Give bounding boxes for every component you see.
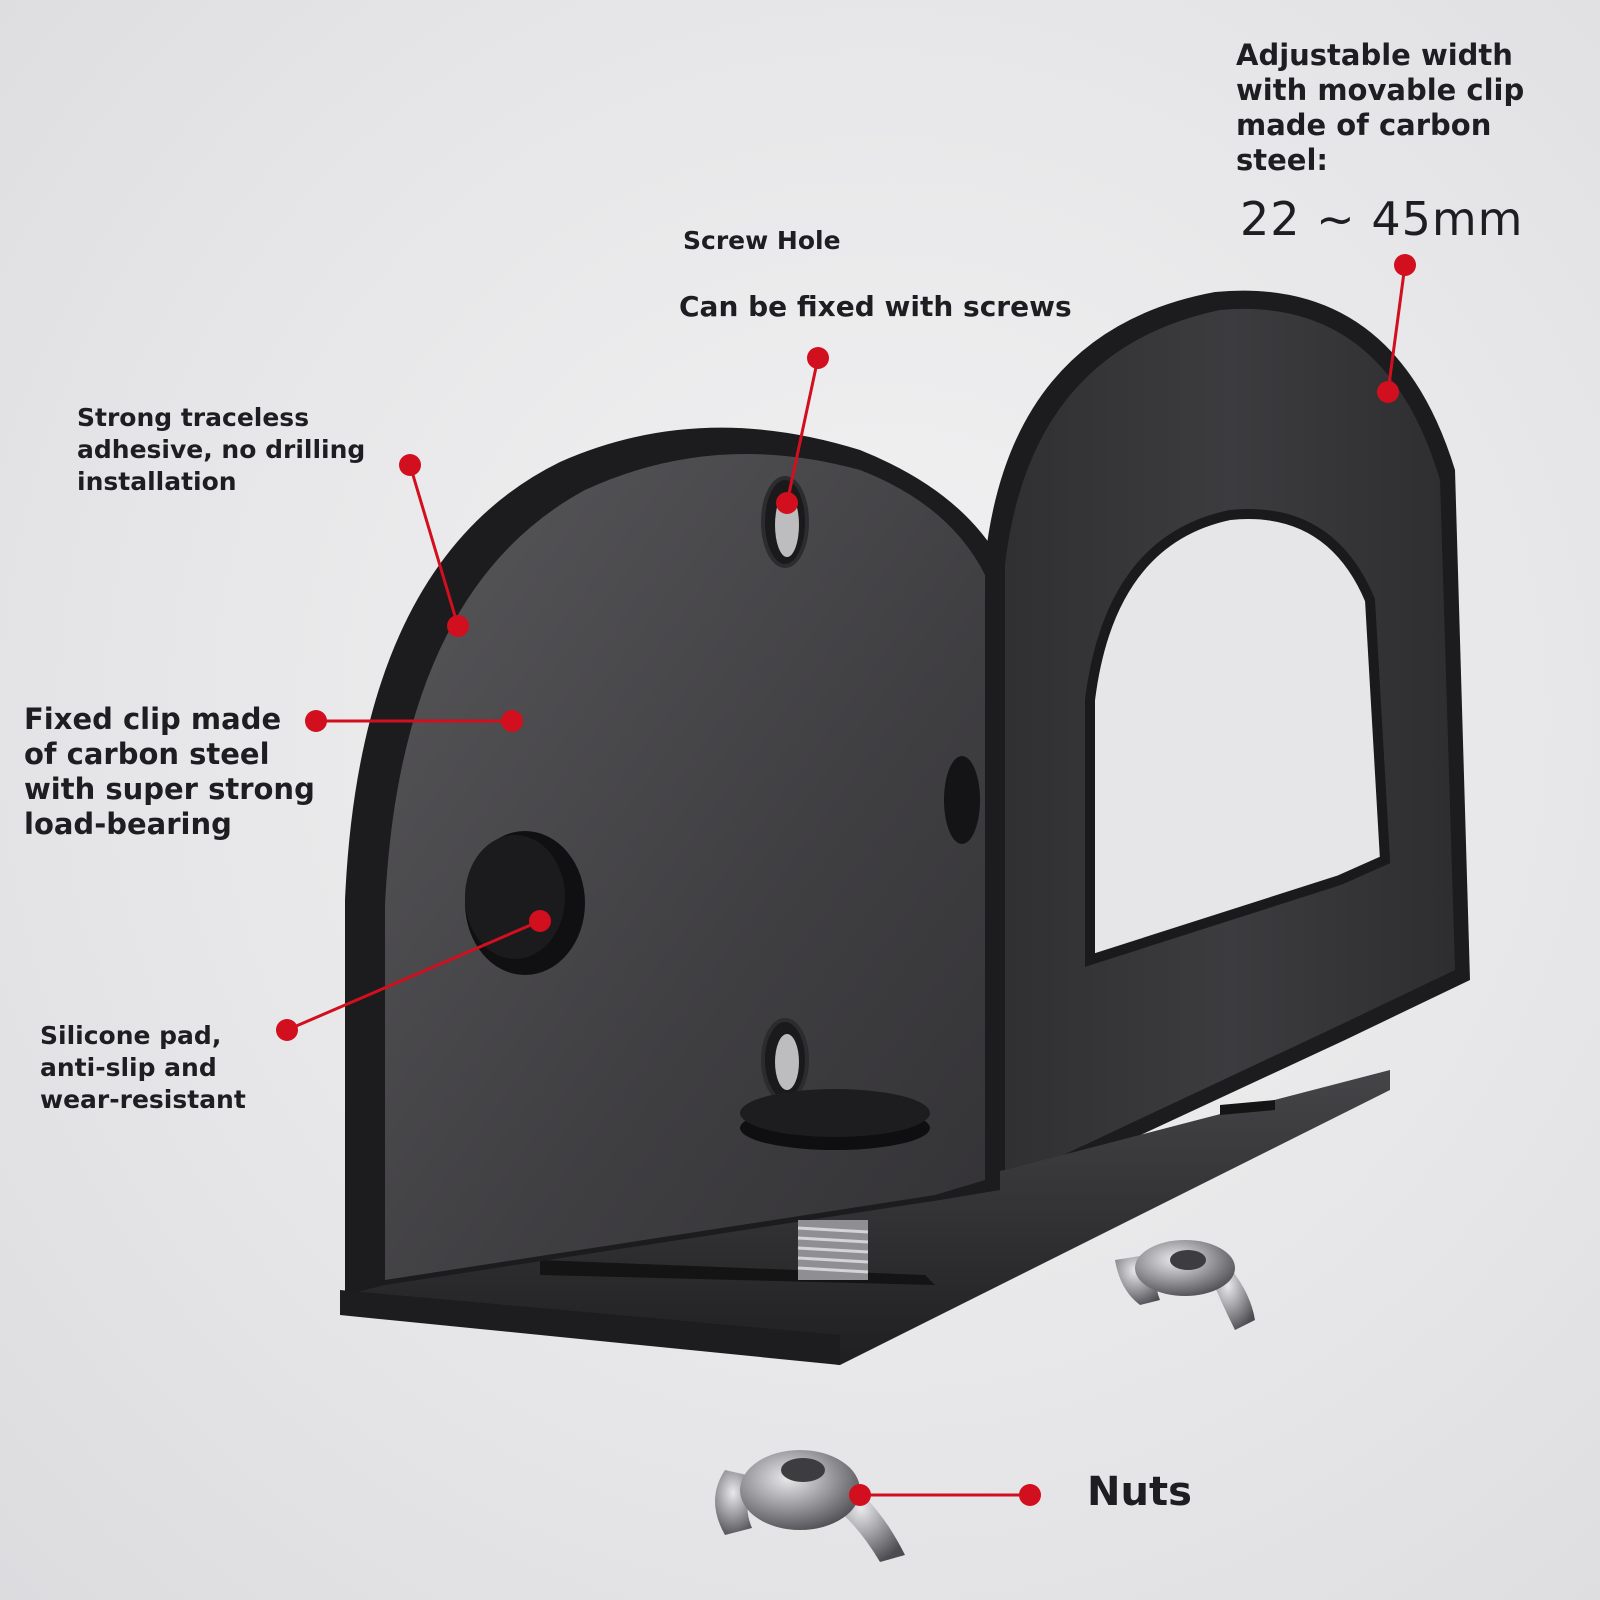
- movable-clip: [985, 290, 1470, 1205]
- marker-dot-icon: [501, 710, 523, 732]
- marker-dot-icon: [305, 710, 327, 732]
- marker-dot-icon: [1377, 381, 1399, 403]
- marker-dot-icon: [529, 910, 551, 932]
- clip-cutout: [1085, 509, 1391, 967]
- silicone-pads: [465, 756, 980, 1150]
- nuts-label: Nuts: [1087, 1469, 1192, 1515]
- marker-dot-icon: [399, 454, 421, 476]
- marker-dot-icon: [1394, 254, 1416, 276]
- marker-dots: [276, 254, 1416, 1506]
- marker-dot-icon: [276, 1019, 298, 1041]
- marker-dot-icon: [807, 347, 829, 369]
- wing-nut-icon: [715, 1450, 905, 1562]
- bolt: [797, 1220, 869, 1280]
- marker-dot-icon: [447, 615, 469, 637]
- fixed-clip-label: Fixed clip made of carbon steel with sup…: [24, 702, 315, 841]
- adjustable-width-value: 22 ~ 45mm: [1240, 192, 1524, 246]
- wing-nut-icon: [1115, 1240, 1255, 1330]
- screw-hole-title: Screw Hole: [683, 226, 841, 255]
- fixed-clip: [345, 427, 1000, 1295]
- marker-dot-icon: [776, 492, 798, 514]
- callout-leaders: [286, 264, 1407, 1497]
- screw-hole-subtitle: Can be fixed with screws: [679, 290, 1072, 323]
- adjustable-width-label: Adjustable width with movable clip made …: [1236, 38, 1525, 177]
- adhesive-label: Strong traceless adhesive, no drilling i…: [77, 403, 366, 496]
- marker-dot-icon: [849, 1484, 871, 1506]
- silicone-pad-label: Silicone pad, anti-slip and wear-resista…: [40, 1021, 246, 1114]
- marker-dot-icon: [1019, 1484, 1041, 1506]
